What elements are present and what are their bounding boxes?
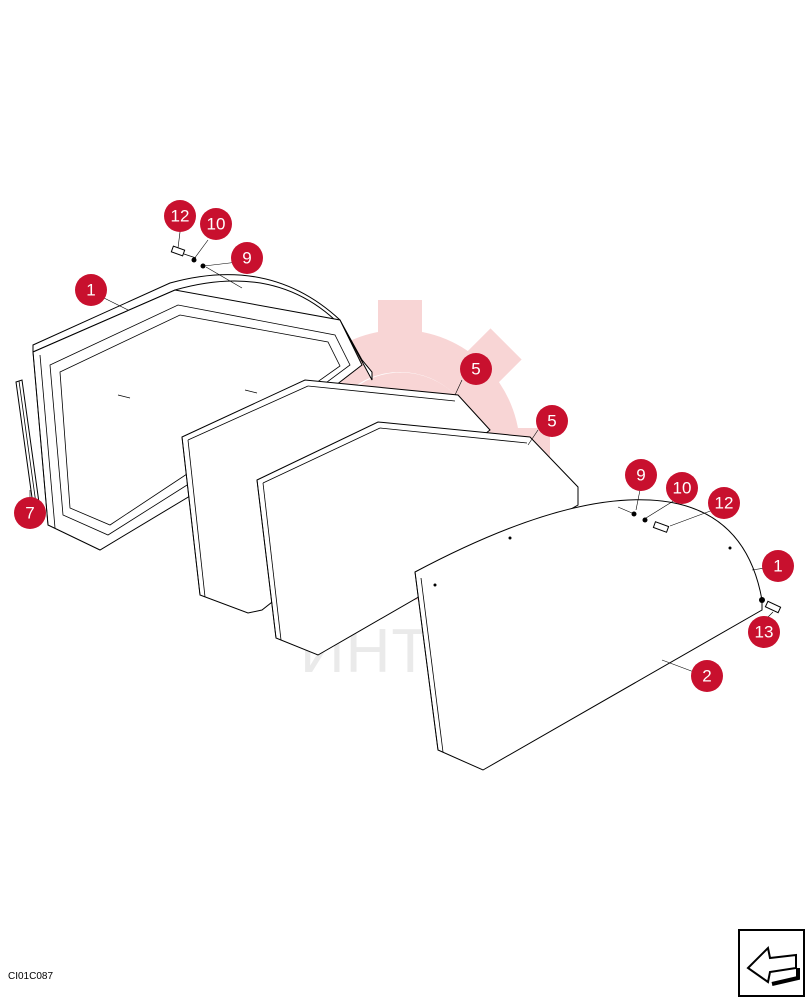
callout-label: 1 [773,557,782,576]
callout-5[interactable]: 5 [460,353,492,385]
callout-1[interactable]: 1 [762,550,794,582]
callout-1[interactable]: 1 [75,274,107,306]
callout-5[interactable]: 5 [536,405,568,437]
fasteners-left [170,245,243,289]
callout-13[interactable]: 13 [748,616,780,648]
callout-7[interactable]: 7 [14,497,46,529]
callout-10[interactable]: 10 [200,208,232,240]
callout-label: 7 [25,504,34,523]
callout-12[interactable]: 12 [164,200,196,232]
fasteners-right [617,506,782,614]
callout-label: 1 [86,281,95,300]
callout-2[interactable]: 2 [691,660,723,692]
callout-9[interactable]: 9 [231,242,263,274]
callout-12[interactable]: 12 [708,487,740,519]
callout-label: 12 [171,207,190,226]
callout-label: 2 [702,667,711,686]
arrow-box-icon[interactable] [738,929,805,997]
callout-label: 5 [547,412,556,431]
part-panel-b [256,421,579,656]
callout-label: 13 [755,623,774,642]
reference-code: CI01C087 [8,971,54,982]
part-panel-right [414,499,763,771]
callout-10[interactable]: 10 [666,472,698,504]
part-seal-strip [15,379,41,513]
callout-label: 5 [471,360,480,379]
callouts: 12 10 9 1 5 5 7 9 [14,200,794,692]
callout-9[interactable]: 9 [625,459,657,491]
callout-label: 9 [242,249,251,268]
callout-label: 9 [636,466,645,485]
callout-label: 10 [673,479,692,498]
callout-label: 10 [207,215,226,234]
callout-label: 12 [715,494,734,513]
